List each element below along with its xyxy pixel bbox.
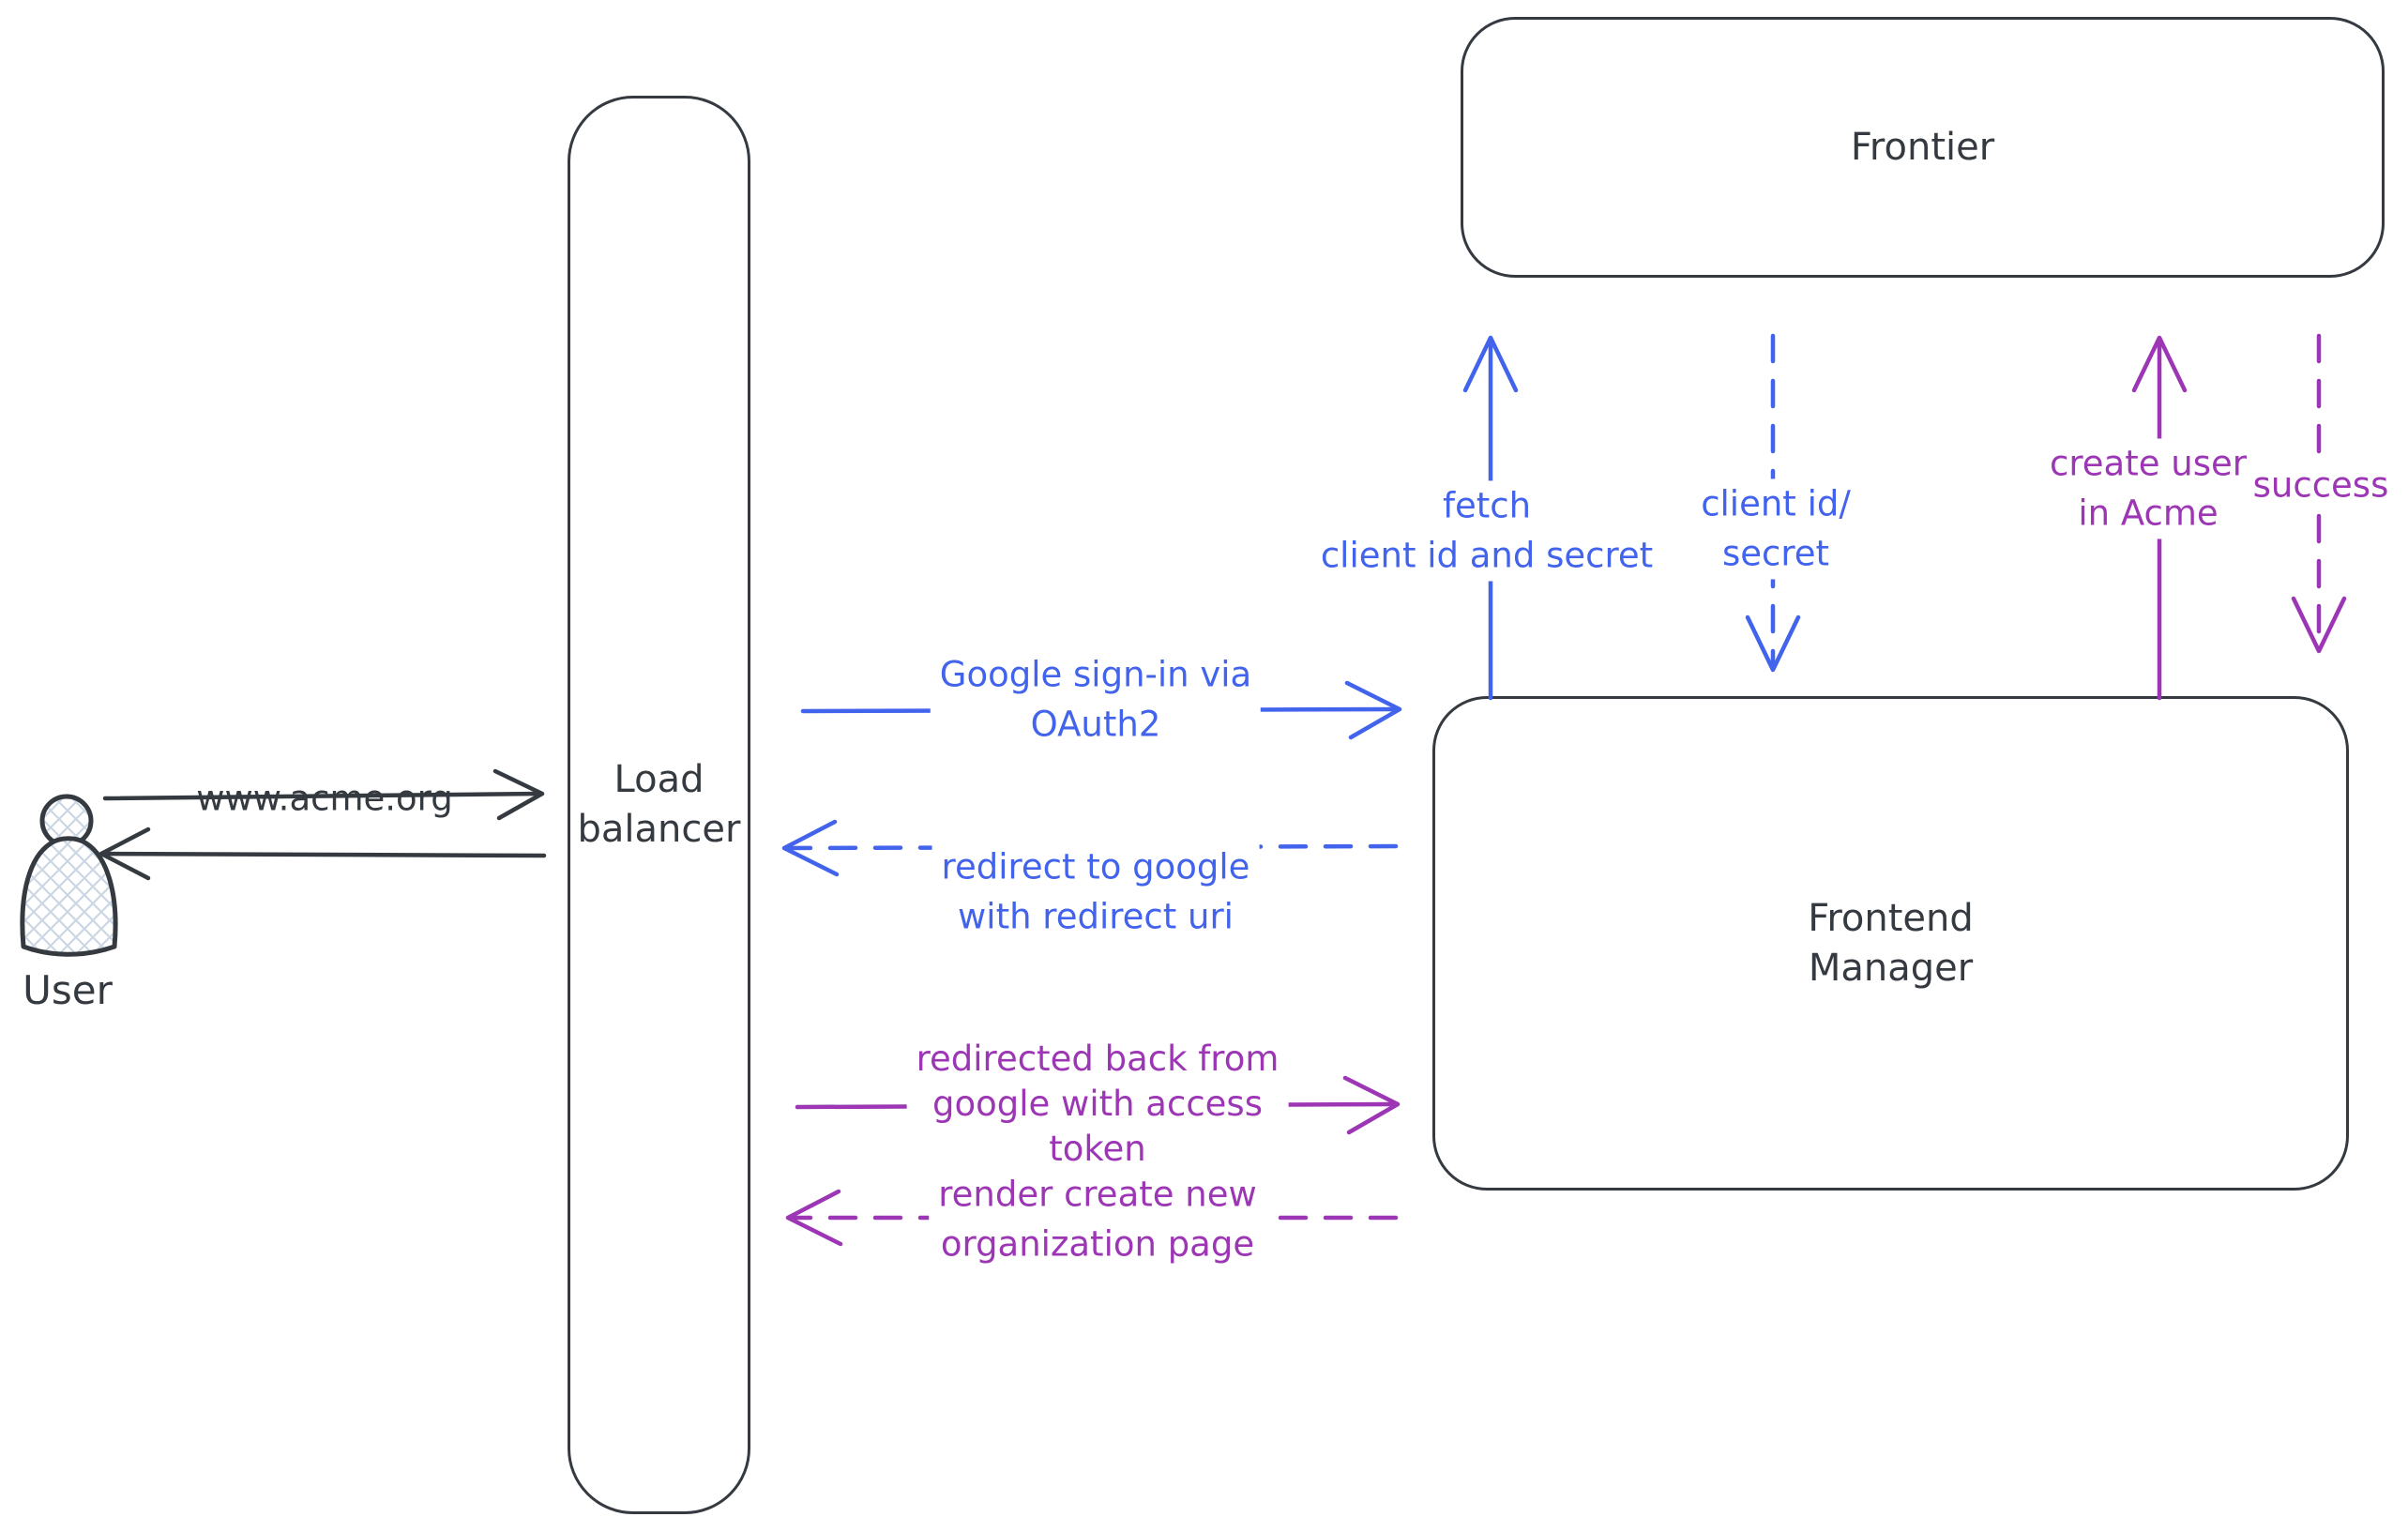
- label-line: fetch: [1442, 485, 1532, 526]
- label-line: client id/: [1701, 483, 1851, 524]
- label-client-id-secret: client id/ secret: [1691, 478, 1860, 580]
- load-balancer-label-line2: balancer: [577, 808, 741, 851]
- load-balancer-box: Load balancer: [568, 96, 750, 1514]
- arrow-head: [1342, 1075, 1401, 1135]
- arrow-head: [1462, 335, 1519, 393]
- label-line: with redirect uri: [958, 896, 1234, 936]
- frontend-manager-label-line2: Manager: [1808, 946, 1974, 990]
- arrow-www-acme: [102, 768, 545, 821]
- arrow-return-to-user: [98, 827, 547, 881]
- label-line: create user: [2050, 443, 2247, 484]
- label-line: redirected back from: [916, 1038, 1280, 1079]
- frontend-manager-label-line1: Frontend: [1808, 896, 1974, 940]
- label-line: in Acme: [2078, 493, 2219, 533]
- arrow-head: [492, 768, 545, 821]
- load-balancer-label-line1: Load: [613, 758, 704, 802]
- arrow-head: [2291, 596, 2347, 654]
- label-www-acme: www.acme.org: [196, 778, 453, 819]
- frontier-box: Frontier: [1461, 17, 2385, 278]
- label-create-user: create user in Acme: [2040, 438, 2256, 539]
- arrow-head: [98, 827, 151, 881]
- label-line: render create new: [938, 1174, 1257, 1215]
- arrow-line: [102, 791, 543, 801]
- arrow-line: [785, 843, 1399, 851]
- label-line: OAuth2: [1030, 704, 1161, 744]
- arrow-head: [785, 1189, 843, 1247]
- frontier-label: Frontier: [1850, 125, 1995, 169]
- label-success: success: [2243, 460, 2399, 512]
- arrow-render-org-page: [785, 1189, 1399, 1247]
- arrow-head: [1344, 680, 1402, 740]
- label-line: google with access: [932, 1083, 1263, 1124]
- label-line: client id and secret: [1320, 535, 1654, 575]
- arrow-redirect-to-google: [781, 819, 1399, 877]
- label-line: organization page: [940, 1223, 1255, 1264]
- label-redirect-to-google: redirect to google with redirect uri: [931, 842, 1260, 943]
- user-label: User: [23, 967, 113, 1014]
- arrow-line: [100, 851, 547, 858]
- user-icon-body: [20, 836, 118, 957]
- label-line: token: [1049, 1129, 1146, 1170]
- label-line: secret: [1721, 533, 1830, 573]
- label-render-org-page: render create new organization page: [929, 1169, 1266, 1270]
- label-fetch-client-secret: fetch client id and secret: [1310, 480, 1663, 582]
- arrow-head: [781, 819, 840, 877]
- arrow-head: [1745, 614, 1801, 673]
- label-line: Google sign-in via: [939, 654, 1252, 695]
- label-line: redirect to google: [941, 846, 1250, 887]
- label-redirected-back: redirected back from google with access …: [906, 1035, 1289, 1174]
- user-icon: [20, 794, 118, 957]
- arrow-head: [2131, 335, 2188, 393]
- arrow-client-id-secret: [1745, 333, 1801, 673]
- frontend-manager-box: Frontend Manager: [1432, 696, 2349, 1191]
- label-google-signin: Google sign-in via OAuth2: [930, 649, 1262, 751]
